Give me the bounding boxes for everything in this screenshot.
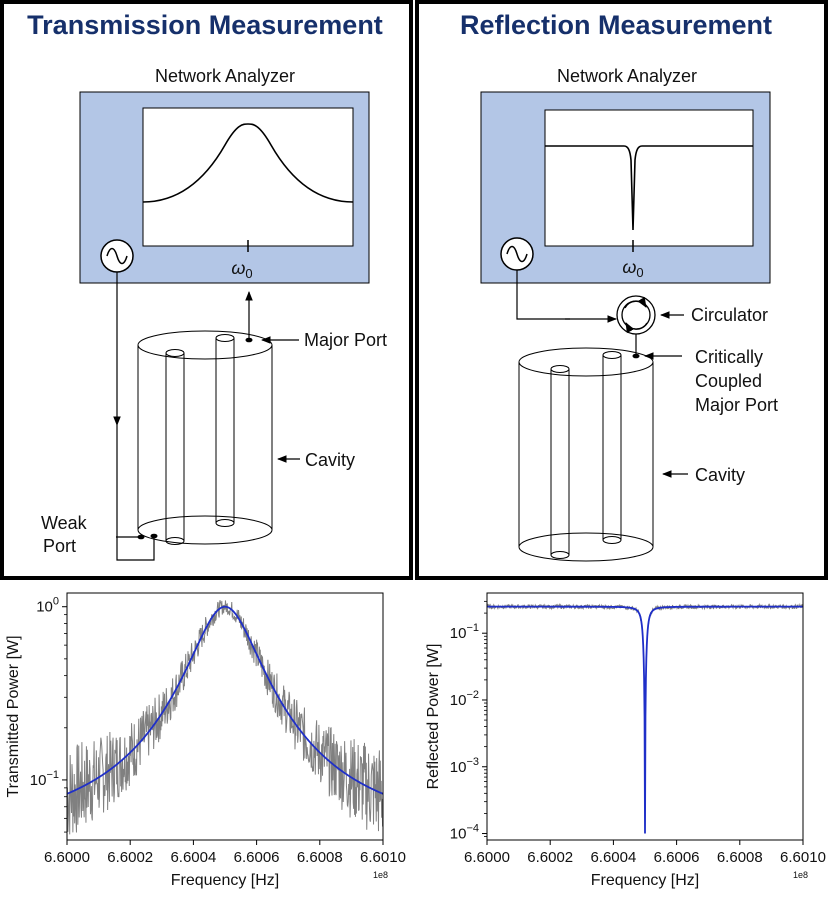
x-tick-label: 6.6002 — [107, 849, 153, 866]
x-tick-label: 6.6010 — [780, 849, 826, 866]
wiring-left — [113, 272, 300, 561]
analyzer-screen-left — [142, 107, 354, 247]
cavity-right — [518, 347, 654, 562]
y-axis-label: Reflected Power [W] — [425, 644, 442, 790]
reflection-panel: Reflection Measurement Network Analyzer … — [415, 0, 828, 580]
transmission-title: Transmission Measurement — [27, 10, 383, 40]
y-axis-label: Transmitted Power [W] — [5, 635, 22, 797]
x-tick-label: 6.6008 — [297, 849, 343, 866]
y-tick-label: 10−1 — [30, 769, 59, 789]
x-tick-label: 6.6008 — [717, 849, 763, 866]
wiring-right — [516, 270, 688, 478]
weak-port-label-line1: Weak — [41, 513, 88, 533]
raw-data-series — [67, 600, 383, 835]
reflection-panel-frame — [415, 0, 828, 580]
fit-series — [67, 605, 383, 795]
resonance-label-right: ω0 — [622, 257, 643, 280]
x-tick-label: 6.6004 — [170, 849, 216, 866]
weak-port-label-line2: Port — [43, 536, 76, 556]
x-offset-label: 1e8 — [373, 870, 388, 880]
x-tick-label: 6.6006 — [234, 849, 280, 866]
network-analyzer-label-left: Network Analyzer — [155, 66, 295, 86]
reflection-plot: 6.6000 6.6002 6.6004 6.6006 6.6008 6.6010 10−1… — [425, 592, 826, 889]
major-port-label-line3: Major Port — [695, 395, 778, 415]
transmission-panel-frame — [0, 0, 413, 580]
y-tick-label: 10−2 — [450, 689, 479, 709]
circulator-icon — [616, 295, 656, 335]
network-analyzer-label-right: Network Analyzer — [557, 66, 697, 86]
cavity-label-right: Cavity — [695, 465, 745, 485]
x-axis-label: Frequency [Hz] — [591, 872, 699, 889]
major-port-label-line1: Critically — [695, 347, 763, 367]
major-port-label: Major Port — [304, 330, 387, 350]
circulator-label: Circulator — [691, 305, 768, 325]
transmission-panel: Transmission Measurement Network Analyze… — [0, 0, 413, 580]
cavity-left — [137, 330, 273, 545]
x-axis-label: Frequency [Hz] — [171, 872, 279, 889]
x-tick-label: 6.6002 — [527, 849, 573, 866]
transmission-peak-trace — [142, 123, 354, 203]
x-tick-label: 6.6006 — [654, 849, 700, 866]
plot-frame — [66, 592, 384, 841]
x-tick-label: 6.6004 — [590, 849, 636, 866]
signal-source-icon-right — [500, 237, 534, 271]
analyzer-screen-right — [544, 109, 754, 247]
y-tick-label: 10−3 — [450, 756, 479, 776]
y-tick-label: 100 — [36, 596, 59, 616]
signal-source-icon — [100, 239, 134, 273]
x-tick-label: 6.6010 — [360, 849, 406, 866]
reflection-dip-trace — [545, 145, 753, 231]
fit-series — [487, 605, 803, 834]
plot-frame — [486, 592, 804, 841]
x-offset-label: 1e8 — [793, 870, 808, 880]
reflection-title: Reflection Measurement — [460, 10, 772, 40]
x-tick-label: 6.6000 — [44, 849, 90, 866]
transmission-plot: 6.6000 6.6002 6.6004 6.6006 6.6008 6.6010 100 1… — [5, 592, 406, 889]
cavity-label-left: Cavity — [305, 450, 355, 470]
x-tick-label: 6.6000 — [464, 849, 510, 866]
resonance-label-left: ω0 — [231, 258, 252, 281]
y-tick-label: 10−1 — [450, 622, 479, 642]
y-tick-label: 10−4 — [450, 823, 479, 843]
major-port-label-line2: Coupled — [695, 371, 762, 391]
